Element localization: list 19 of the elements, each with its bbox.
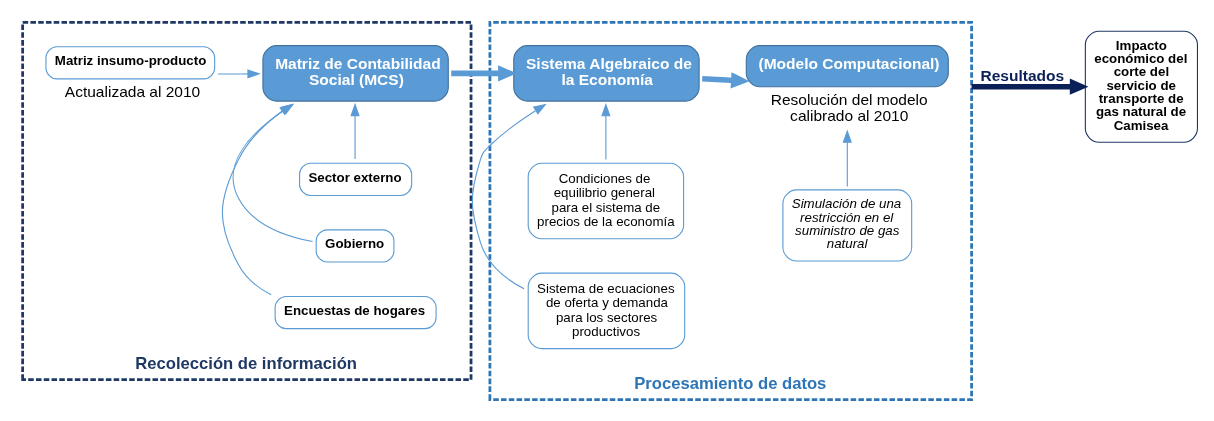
arrow (350, 102, 360, 160)
node-box: Impacto económico del corte del servicio de transporte de gas natural de Camisea (1084, 30, 1198, 143)
node-box: Condiciones de equilibrio general para el sistema de precios de la economía (527, 162, 685, 239)
node-box: Gobierno (315, 228, 395, 263)
arrow (842, 128, 852, 187)
edge-label: Resultados (980, 66, 1065, 84)
node-box: Simulación de una restricción en el suministro de gas natural (782, 188, 913, 261)
node-label: Resolución del modelo calibrado al 2010 (770, 90, 928, 124)
node-box: Matriz insumo-producto (45, 45, 216, 79)
node-box: Sector externo (299, 162, 413, 196)
arrow (471, 103, 547, 289)
arrow (217, 68, 261, 79)
node-box: Encuestas de hogares (274, 295, 437, 329)
node-box: Sistema de ecuaciones de oferta y demanda para los sectores productivos (527, 272, 686, 349)
arrow (971, 78, 1089, 95)
arrow (702, 71, 750, 88)
arrow (601, 102, 611, 160)
node-label: Actualizada al 2010 (64, 82, 201, 100)
arrow (451, 64, 517, 81)
